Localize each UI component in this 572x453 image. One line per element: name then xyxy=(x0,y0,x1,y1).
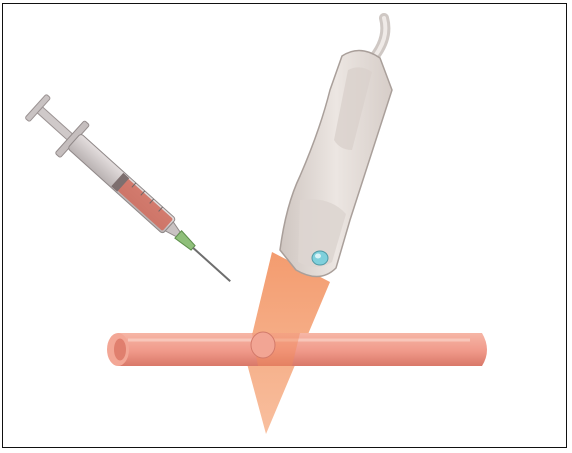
needle xyxy=(193,248,230,281)
syringe xyxy=(21,90,245,298)
syringe-fluid xyxy=(116,178,173,231)
needle-entry-point xyxy=(251,332,275,358)
probe-indicator-light xyxy=(312,251,328,265)
ultrasound-probe xyxy=(280,18,392,277)
